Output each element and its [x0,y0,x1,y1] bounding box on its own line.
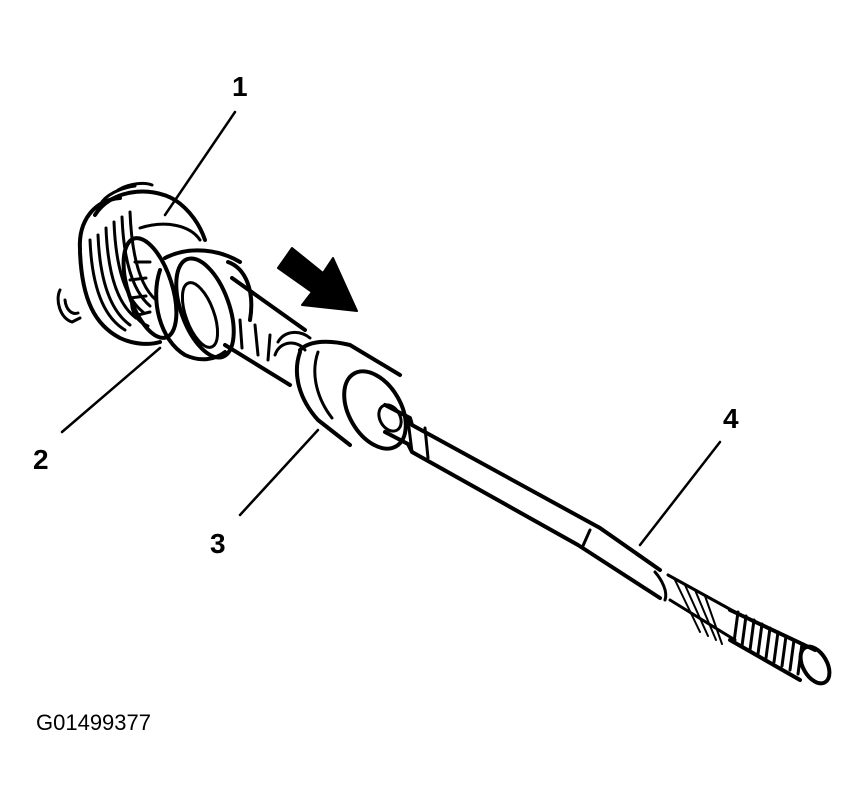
direction-arrow-icon [277,247,358,312]
leader-line-3 [238,428,320,517]
splines [666,573,737,645]
threaded-end [728,608,832,686]
figure-code: G01499377 [36,710,151,735]
callout-2: 2 [33,444,49,475]
shaft [383,403,668,602]
leader-line-2 [60,346,162,434]
leader-line-4 [638,440,722,547]
threaded-housing [56,181,207,346]
leader-line-1 [163,110,237,217]
callout-1: 1 [232,71,248,102]
callout-4: 4 [723,403,739,434]
callout-3: 3 [210,528,226,559]
driver-handle [294,339,408,451]
